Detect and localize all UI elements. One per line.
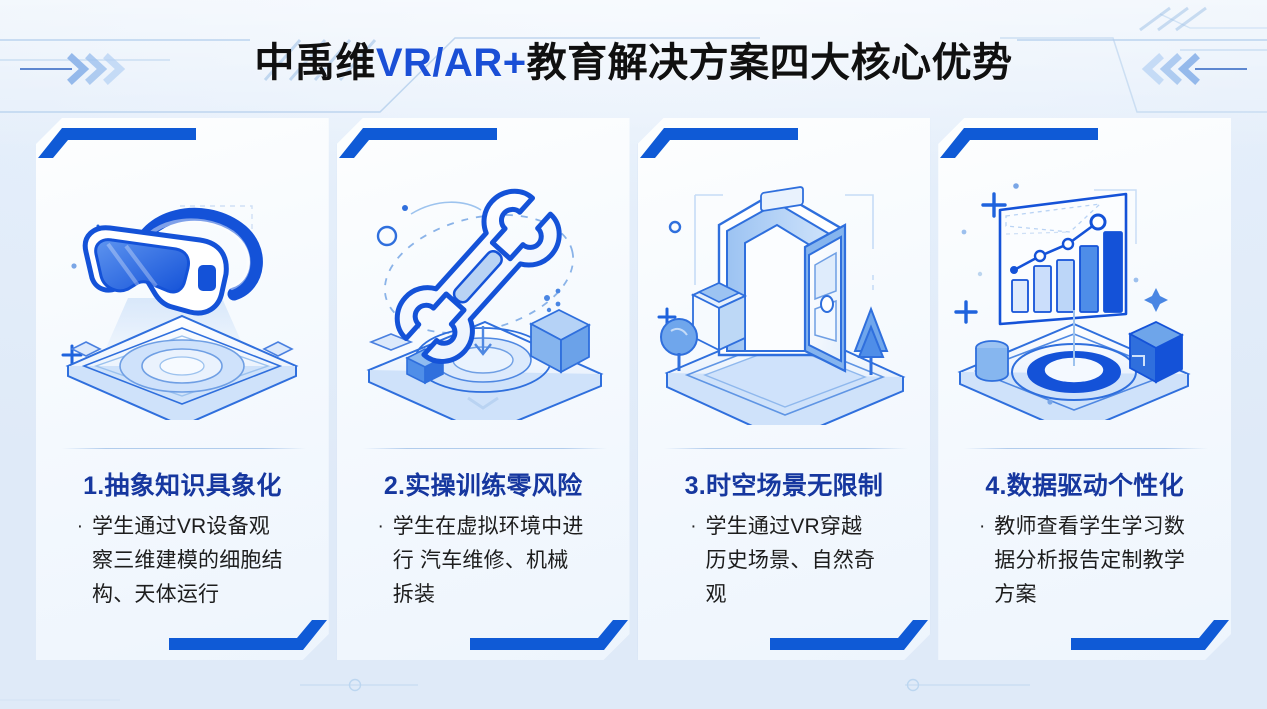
corner-bracket-top-left-icon [938, 118, 1098, 158]
card-body-text-1: 学生通过VR设备观察三维建模的细胞结构、天体运行 [92, 515, 283, 606]
illustration-wrench [337, 152, 630, 438]
card-body-1: · 学生通过VR设备观察三维建模的细胞结构、天体运行 [36, 510, 329, 612]
page-title-suffix: 教育解决方案四大核心优势 [526, 41, 1013, 85]
corner-bracket-bottom-right-icon [1071, 620, 1231, 660]
card-body-text-4: 教师查看学生学习数据分析报告定制教学方案 [994, 515, 1186, 606]
chevron-left-decoration [1141, 53, 1247, 85]
feature-card-4[interactable]: 4.数据驱动个性化 · 教师查看学生学习数据分析报告定制教学方案 [938, 118, 1231, 660]
illustration-doorway-portal [638, 152, 931, 438]
page-title: 中禹维VR/AR+教育解决方案四大核心优势 [254, 30, 1012, 88]
chevron-right-decoration [20, 53, 126, 85]
feature-card-3[interactable]: 3.时空场景无限制 · 学生通过VR穿越历史场景、自然奇观 [638, 118, 931, 660]
bullet-icon: · [690, 516, 697, 537]
corner-bracket-bottom-right-icon [770, 620, 930, 660]
page-title-prefix: 中禹维 [254, 41, 376, 85]
card-divider [62, 448, 306, 449]
card-divider [363, 448, 607, 449]
feature-card-1[interactable]: 1.抽象知识具象化 · 学生通过VR设备观察三维建模的细胞结构、天体运行 [36, 118, 329, 660]
card-title-3: 3.时空场景无限制 [684, 472, 884, 500]
header: 中禹维VR/AR+教育解决方案四大核心优势 [0, 0, 1267, 118]
card-divider [964, 448, 1208, 449]
bullet-icon: · [76, 516, 84, 537]
card-title-1: 1.抽象知识具象化 [83, 472, 282, 500]
corner-bracket-bottom-right-icon [169, 620, 329, 660]
card-body-text-2: 学生在虚拟环境中进行 汽车维修、机械拆装 [392, 515, 584, 606]
card-body-3: · 学生通过VR穿越历史场景、自然奇观 [638, 510, 931, 612]
card-divider [664, 448, 908, 449]
corner-bracket-top-left-icon [638, 118, 798, 158]
card-body-4: · 教师查看学生学习数据分析报告定制教学方案 [938, 510, 1231, 612]
feature-card-list: 1.抽象知识具象化 · 学生通过VR设备观察三维建模的细胞结构、天体运行 [36, 118, 1231, 670]
bullet-icon: · [377, 516, 384, 537]
corner-bracket-bottom-right-icon [470, 620, 630, 660]
corner-bracket-top-left-icon [337, 118, 497, 158]
illustration-vr-headset [36, 152, 329, 438]
card-body-2: · 学生在虚拟环境中进行 汽车维修、机械拆装 [337, 510, 630, 612]
card-title-4: 4.数据驱动个性化 [985, 472, 1184, 500]
feature-card-2[interactable]: 2.实操训练零风险 · 学生在虚拟环境中进行 汽车维修、机械拆装 [337, 118, 630, 660]
card-title-2: 2.实操训练零风险 [383, 472, 583, 500]
corner-bracket-top-left-icon [36, 118, 196, 158]
illustration-bar-chart-growth [938, 152, 1231, 438]
page-title-accent: VR/AR+ [375, 41, 527, 85]
bullet-icon: · [978, 516, 986, 537]
card-body-text-3: 学生通过VR穿越历史场景、自然奇观 [705, 515, 876, 606]
